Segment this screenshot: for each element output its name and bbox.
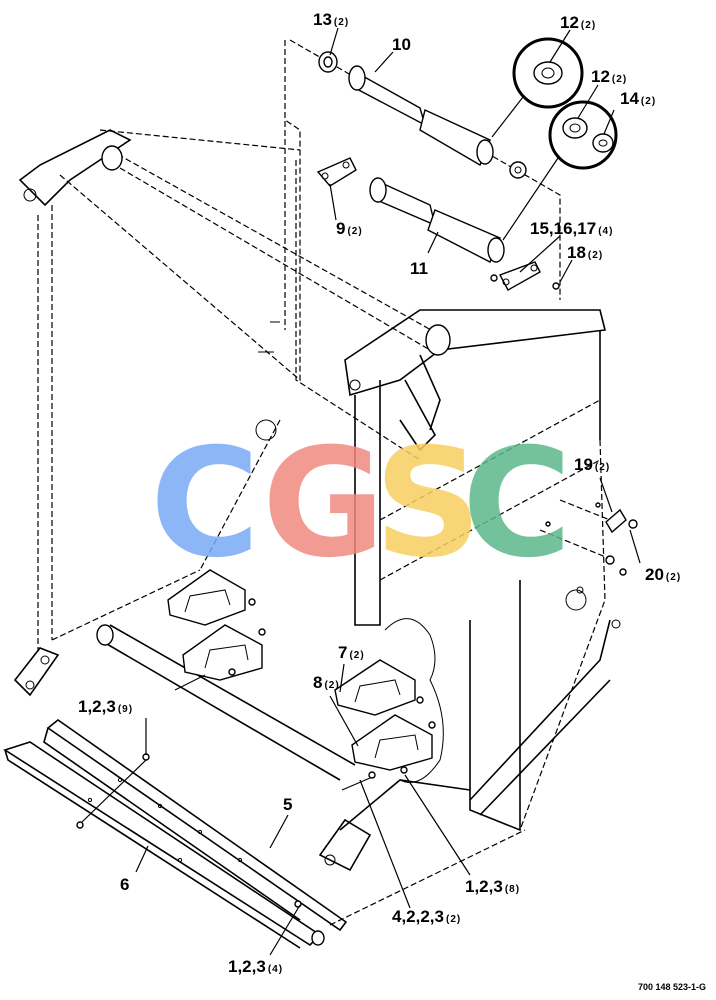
callout-12-lower: 12(2) [591, 67, 627, 86]
frame-fasteners [539, 499, 638, 576]
callout-20: 20(2) [645, 565, 681, 584]
callout-1-2-3-qty9: 1,2,3(9) [78, 697, 133, 716]
callout-1-2-3-qty8: 1,2,3(8) [465, 877, 520, 896]
callout-19: 19(2) [574, 455, 610, 474]
callout-5: 5 [283, 795, 292, 814]
leader-lines [81, 27, 641, 956]
lower-roller [316, 157, 560, 291]
watermark-letter: S [374, 417, 482, 591]
callout-13: 13(2) [313, 10, 349, 29]
left-side-frame [13, 39, 561, 697]
callout-10: 10 [392, 35, 411, 54]
upper-cross-tube [101, 145, 441, 351]
watermark-letter: C [462, 417, 572, 591]
callout-9: 9(2) [336, 219, 363, 238]
left-mount-brackets [167, 569, 266, 691]
bearing-detail-circle-2 [502, 100, 618, 241]
callout-11: 11 [410, 259, 428, 278]
watermark: C G S C [150, 417, 572, 591]
callout-12-top: 12(2) [560, 13, 596, 32]
callout-18: 18(2) [567, 243, 603, 262]
right-side-frame [318, 309, 621, 926]
watermark-letter: G [262, 417, 385, 591]
bearing-detail-circle-1 [491, 37, 584, 138]
callout-1-2-3-qty4: 1,2,3(4) [228, 957, 283, 976]
callout-14: 14(2) [620, 89, 656, 108]
watermark-letter: C [150, 417, 260, 591]
callout-15-16-17: 15,16,17(4) [530, 219, 613, 238]
callout-6: 6 [120, 875, 129, 894]
callout-labels: 13(2) 10 12(2) 12(2) 14(2) 9(2) 11 15,16… [78, 10, 681, 976]
callout-8: 8(2) [313, 673, 340, 692]
callout-7: 7(2) [338, 643, 365, 662]
right-mount-brackets [334, 659, 436, 791]
lower-cross-tube [96, 624, 356, 781]
upper-roller [318, 51, 527, 179]
callout-4-2-2-3: 4,2,2,3(2) [392, 907, 461, 926]
figure-number: 700 148 523-1-G [638, 982, 706, 992]
